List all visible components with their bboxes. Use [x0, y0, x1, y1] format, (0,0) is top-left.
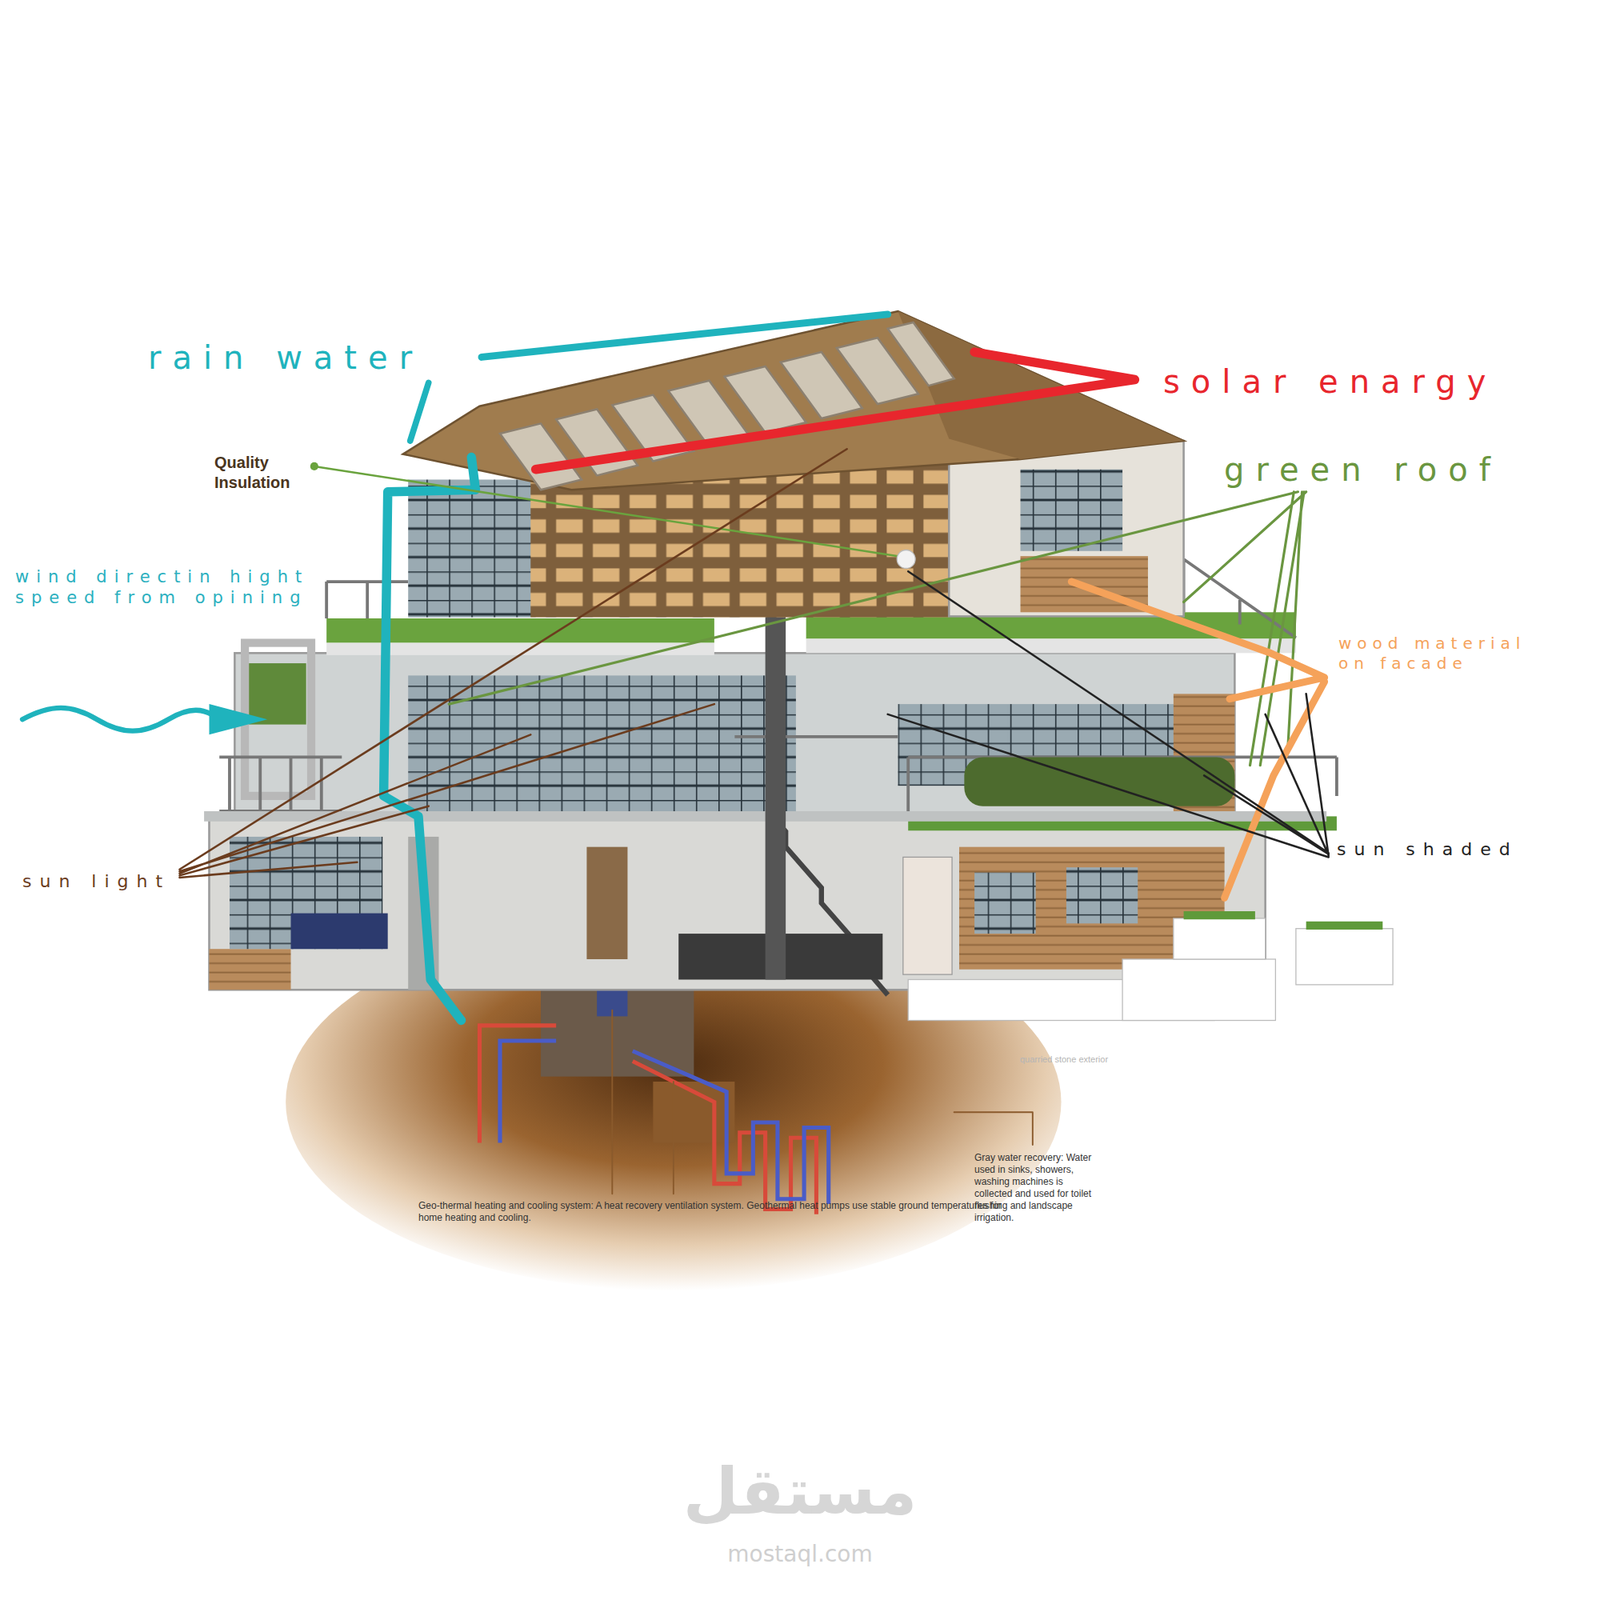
- lower-floor-part: [1122, 959, 1276, 1021]
- leader-lines-part: [410, 382, 429, 441]
- middle-floor-part: [734, 736, 1337, 816]
- top-floor-part: [408, 479, 536, 617]
- middle-floor-part: [964, 756, 1235, 806]
- ground-cutaway-part: [632, 1051, 829, 1204]
- ground-cutaway-part: [500, 1040, 556, 1144]
- lower-floor-part: [208, 948, 291, 990]
- callout-label: sun shaded: [1336, 838, 1519, 861]
- lower-floor-part: [1184, 911, 1256, 920]
- watermark: mostaql.com: [727, 1540, 872, 1568]
- roof-part: [403, 311, 1184, 490]
- leader-lines-part: [179, 448, 847, 878]
- callout-label: green roof: [1224, 449, 1502, 490]
- lower-floor-part: [586, 847, 628, 960]
- leader-lines-part: [384, 456, 476, 1020]
- leader-lines-part: [612, 1010, 674, 1195]
- callout-label: sun light: [22, 870, 171, 893]
- callout-label: Quality Insulation: [214, 452, 290, 493]
- lower-floor-part: [974, 872, 1036, 935]
- middle-floor-part: [408, 675, 796, 813]
- lower-floor-part: [1066, 867, 1138, 924]
- lower-floor-part: [1173, 918, 1266, 960]
- lower-floor-part: [903, 856, 952, 975]
- leader-lines-part: [208, 704, 268, 735]
- lower-floor-part: [1296, 928, 1393, 985]
- lower-floor-part: [1306, 921, 1384, 930]
- leader-lines-part: [896, 550, 916, 569]
- lower-floor-part: [208, 816, 1265, 990]
- leader-lines-part: [1071, 581, 1324, 898]
- note-text: Gray water recovery: Water used in sinks…: [974, 1152, 1103, 1224]
- note-text: Geo-thermal heating and cooling system: …: [418, 1200, 1027, 1224]
- leader-lines: [22, 314, 1329, 1194]
- roof-part-part: [888, 322, 955, 386]
- callout-label: wind directin hight speed from opining: [15, 566, 312, 609]
- ground-cutaway-part: [479, 1025, 556, 1144]
- leader-lines-part: [22, 708, 220, 732]
- roof: [403, 311, 1184, 490]
- callout-label: rain water: [148, 337, 424, 378]
- callout-label: solar enargy: [1163, 361, 1497, 402]
- lower-floor-part: [291, 913, 388, 950]
- watermark: مستقل: [683, 1452, 918, 1532]
- roof-part: [897, 311, 1184, 460]
- ground-cutaway-part: [540, 979, 694, 1076]
- green-roof-slabs-part: [806, 638, 1296, 653]
- leader-lines-part: [448, 492, 1306, 766]
- note-text: quarried stone exterior: [1020, 1054, 1108, 1066]
- leader-lines-part: [314, 466, 899, 556]
- callout-label: wood material on facade: [1338, 633, 1555, 674]
- middle-floor-part: [219, 756, 342, 812]
- middle-floor-part: [248, 663, 306, 725]
- leader-lines-part: [536, 352, 1136, 470]
- leader-lines-part: [481, 314, 888, 358]
- leader-lines-part: [954, 1112, 1033, 1145]
- leader-lines-part: [888, 571, 1329, 857]
